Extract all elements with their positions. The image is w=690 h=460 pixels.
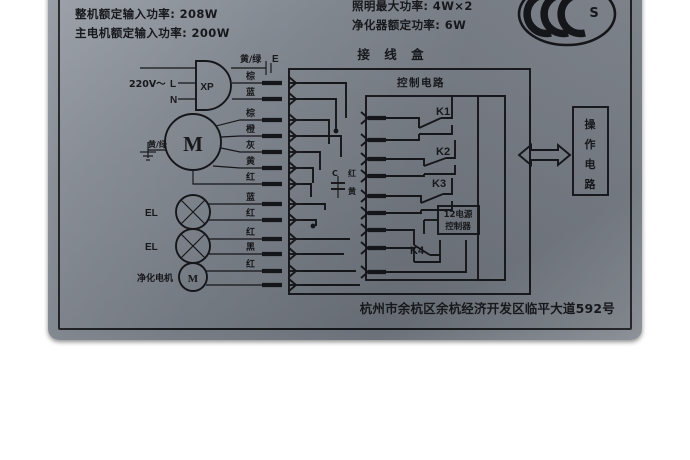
- operation-circuit-char-1: 操: [585, 117, 597, 131]
- relay-k2-group: K2: [386, 140, 456, 177]
- plug-label-xp: XP: [200, 82, 214, 93]
- wire-label-3: 棕: [245, 107, 255, 119]
- junction-terminal-group: [288, 76, 303, 292]
- control-circuit-title: 控制电路: [397, 76, 445, 89]
- relay-label-k2: K2: [436, 146, 450, 158]
- ccc-mark-icon: S: [517, 0, 617, 47]
- junction-terminal: [288, 92, 303, 106]
- wire-label-7: 红: [246, 171, 255, 183]
- wire-label-4: 橙: [246, 123, 256, 135]
- motor-ground-label: 黄/绿: [148, 139, 168, 149]
- wire-label-6: 黄: [246, 155, 255, 167]
- control-output-bus: [451, 95, 506, 281]
- mains-supply-group: 220V～ L N XP: [129, 60, 278, 111]
- junction-box-outline: [288, 68, 531, 295]
- control-terminal: [360, 241, 386, 255]
- power-controller-line-2: 控制器: [445, 221, 471, 232]
- relay-label-k3: K3: [432, 178, 446, 190]
- earth-wire-label: 黄/绿: [240, 53, 262, 65]
- plug-body-xp: [195, 60, 232, 111]
- power-controller-group: 12电源 控制器: [423, 205, 480, 235]
- junction-terminal: [288, 213, 303, 227]
- relay-k3-group: K3: [386, 178, 453, 214]
- relay-k1-group: K1: [386, 100, 453, 141]
- purifier-motor-letter: M: [188, 273, 199, 285]
- nameplate-inner-border: [58, 0, 632, 330]
- control-terminal: [360, 152, 386, 166]
- wire-label-11: 黑: [246, 242, 255, 253]
- operation-circuit-group: 操 作 电 路: [572, 106, 609, 196]
- main-motor-letter: M: [183, 132, 203, 156]
- control-terminal: [360, 206, 386, 220]
- wire-label-5: 灰: [246, 139, 255, 151]
- control-terminal-group: [360, 111, 386, 279]
- spec-right-line-1: 照明最大功率: 4W×2: [352, 0, 473, 13]
- earth-terminal-letter: E: [272, 54, 279, 65]
- wire-label-group: 棕 蓝 棕 橙 灰 黄 红 蓝 红 红 黑 红: [245, 70, 256, 270]
- junction-terminal: [288, 247, 303, 261]
- manufacturer-address: 杭州市余杭区余杭经济开发区临平大道592号: [360, 301, 615, 316]
- ccc-mark-letter: S: [589, 6, 598, 21]
- capacitor-wire-1: 红: [348, 168, 356, 178]
- wire-stub-group: [262, 80, 282, 288]
- relay-label-k1: K1: [436, 106, 450, 118]
- wire-label-1: 棕: [245, 70, 255, 82]
- wire-label-12: 红: [246, 258, 255, 270]
- wire-label-8: 蓝: [246, 191, 255, 203]
- junction-box-title: 接 线 盒: [357, 47, 428, 62]
- capacitor-label: C: [332, 169, 338, 178]
- junction-terminal: [288, 76, 303, 90]
- control-terminal: [360, 223, 386, 237]
- wire-label-9: 红: [246, 207, 255, 219]
- control-terminal: [360, 189, 386, 203]
- purifier-motor-label: 净化电机: [137, 272, 173, 284]
- control-terminal: [360, 111, 386, 125]
- main-motor-group: M 黄/绿: [140, 113, 278, 185]
- lamp-group-2: EL: [145, 228, 278, 264]
- operation-circuit-char-2: 作: [585, 137, 596, 151]
- capacitor-wire-2: 黄: [348, 186, 356, 196]
- capacitor-group: C 红 黄: [331, 168, 356, 198]
- junction-terminal: [288, 129, 303, 143]
- junction-terminal: [288, 264, 303, 278]
- wire-label-10: 红: [246, 226, 255, 238]
- lamp-label-1: EL: [145, 208, 158, 219]
- motor-lead-5: [192, 170, 278, 185]
- control-terminal: [360, 169, 386, 183]
- operation-link-group: [517, 96, 572, 288]
- control-circuit-outline: [365, 95, 479, 281]
- lamp-x1b: [180, 199, 206, 225]
- lamp-label-2: EL: [145, 242, 158, 253]
- control-terminal: [360, 265, 386, 279]
- junction-terminal: [288, 197, 303, 211]
- spec-right-line-2: 净化器额定功率: 6W: [352, 18, 466, 32]
- junction-terminal: [288, 161, 303, 175]
- neutral-terminal-label: N: [170, 95, 177, 106]
- lamp-group-1: EL: [145, 194, 278, 230]
- operation-circuit-outline: [572, 106, 609, 196]
- junction-terminal: [288, 278, 303, 292]
- purifier-motor-group: M 净化电机: [137, 262, 278, 292]
- junction-terminal: [288, 232, 303, 246]
- relay-k4-group: K4: [386, 229, 467, 273]
- wire-label-2: 蓝: [246, 86, 255, 98]
- double-arrow-icon: [517, 142, 572, 168]
- spec-left-line-1: 整机额定输入功率: 208W: [74, 7, 218, 21]
- junction-terminal: [288, 177, 303, 191]
- junction-terminal: [288, 145, 303, 159]
- power-controller-line-1: 12电源: [444, 209, 473, 220]
- internal-routing-group: [303, 82, 360, 286]
- spec-left-line-2: 主电机额定输入功率: 200W: [75, 26, 230, 40]
- live-terminal-label: L: [170, 79, 176, 90]
- lamp-x2b: [180, 233, 206, 259]
- junction-terminal: [288, 113, 303, 127]
- mains-voltage-label: 220V～: [129, 79, 166, 90]
- operation-circuit-char-3: 电: [585, 157, 596, 171]
- operation-circuit-char-4: 路: [585, 177, 597, 191]
- purifier-motor-symbol: [178, 262, 208, 292]
- control-terminal: [360, 133, 386, 147]
